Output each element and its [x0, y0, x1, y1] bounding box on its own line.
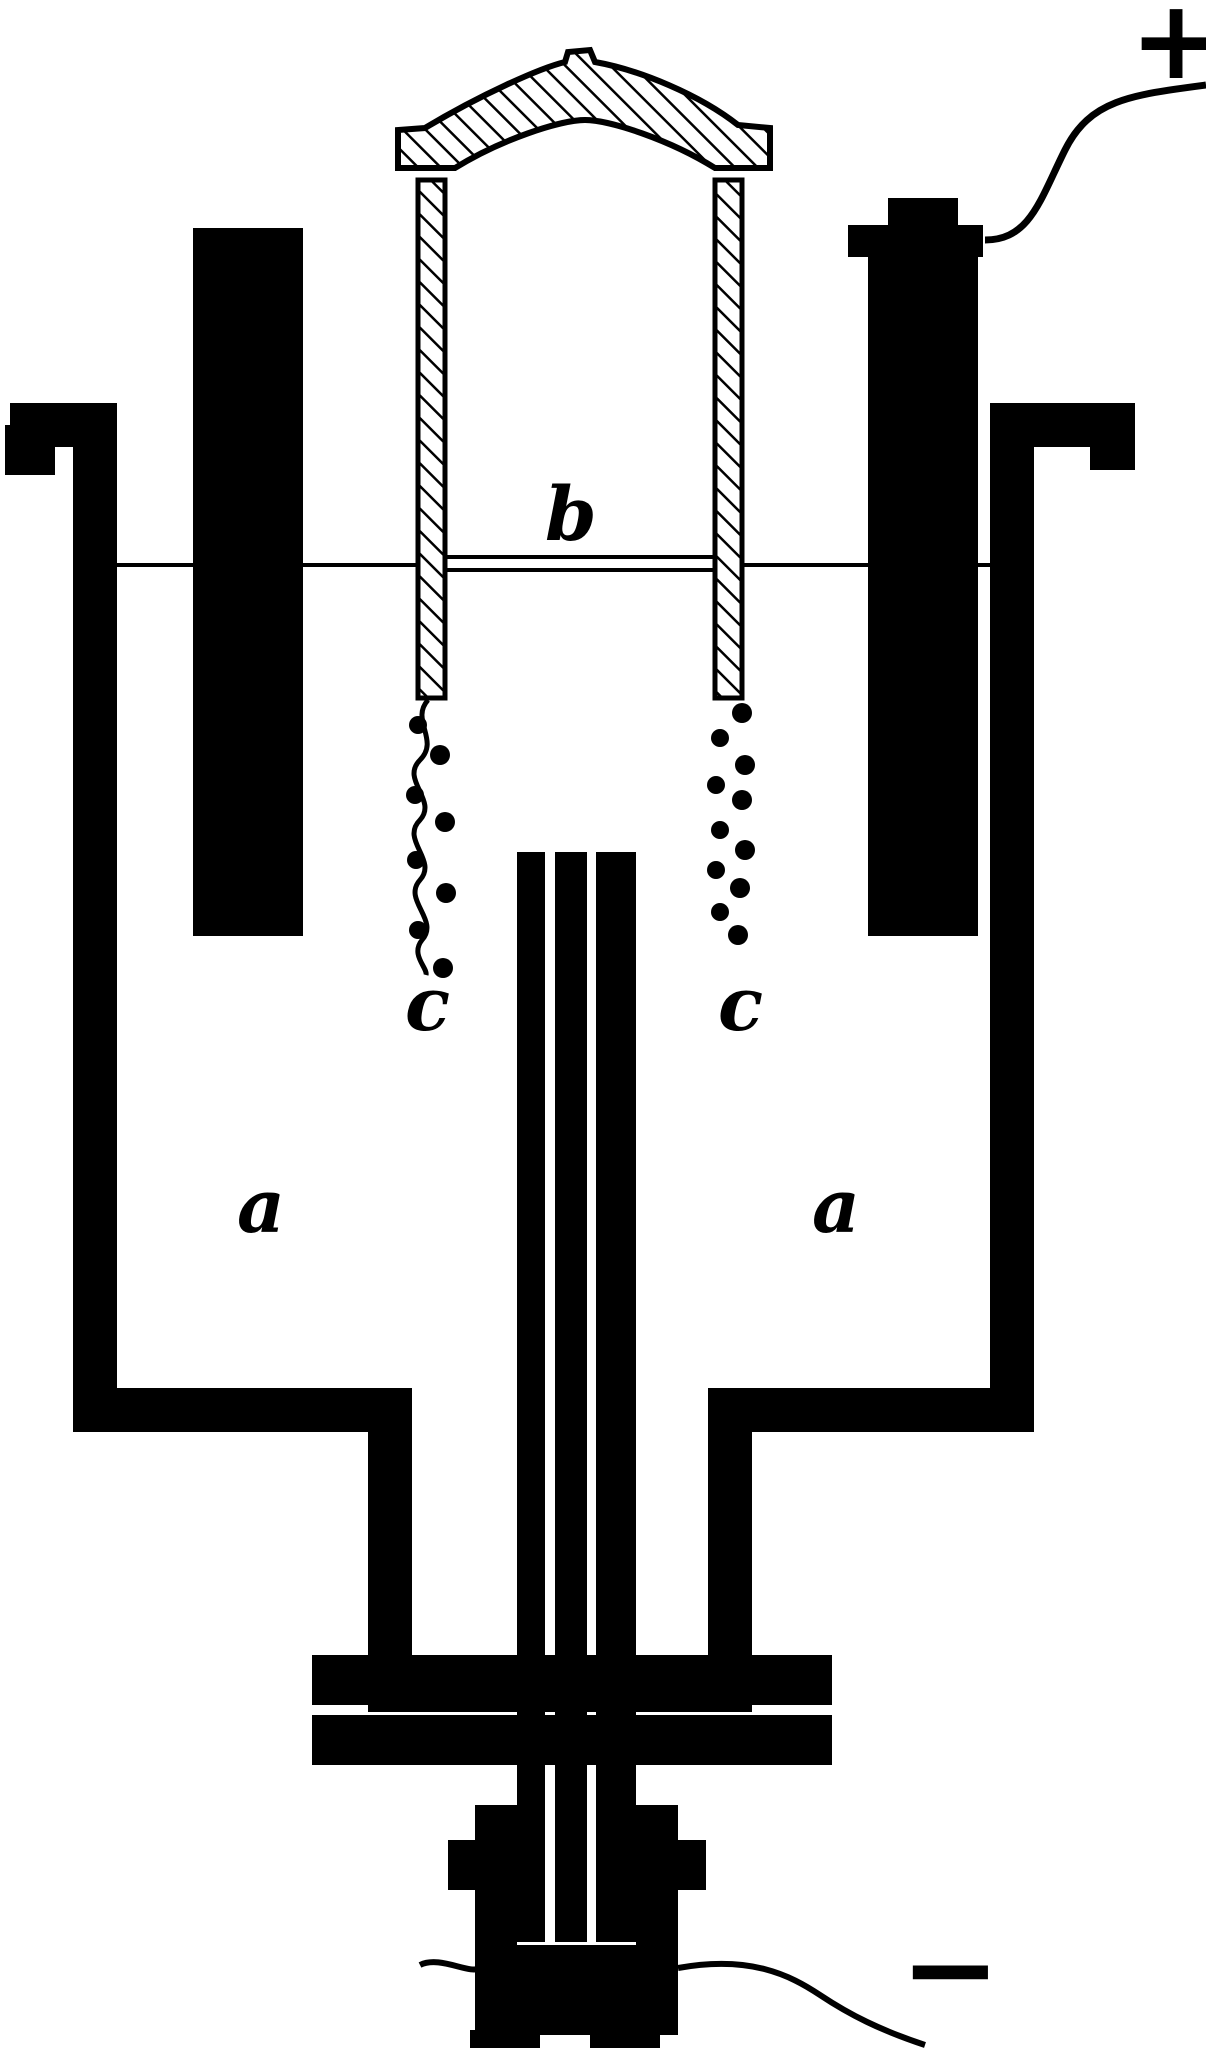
positive-sign: + — [1130, 0, 1206, 104]
label-a-left: a — [237, 1164, 285, 1250]
bubbles-right — [707, 703, 755, 945]
gland-foot-right — [590, 2030, 660, 2048]
hood-wall-left — [415, 177, 448, 701]
anode-terminal-top — [888, 198, 958, 228]
cathode-rod-outer-right — [596, 852, 636, 1942]
hood-cover — [395, 46, 773, 171]
vessel-lip-left — [5, 425, 55, 475]
cathode-rod-outer-left — [517, 852, 545, 1942]
vessel-lip-right — [1090, 420, 1135, 470]
label-b: b — [545, 472, 597, 558]
negative-lead-wire-left — [418, 1959, 482, 1973]
label-c-left: c — [405, 962, 450, 1048]
anode-right — [868, 228, 978, 936]
positive-lead-wire — [984, 81, 1206, 244]
cathode-rod-center — [555, 852, 587, 1942]
hood-wall-right — [712, 177, 745, 701]
bubbles-left — [406, 716, 456, 978]
gland-foot-left — [470, 2030, 540, 2048]
label-a-right: a — [812, 1164, 860, 1250]
negative-lead-wire-right — [677, 1960, 926, 2048]
anode-terminal-cap — [848, 225, 983, 257]
anode-left — [193, 228, 303, 936]
gland-nut-right — [676, 1840, 706, 1890]
label-c-right: c — [718, 962, 763, 1048]
negative-sign: − — [900, 1900, 1001, 2039]
gland-bottom — [475, 1945, 678, 2035]
bubble-stream-wavy — [411, 698, 431, 976]
gland-nut-left — [448, 1840, 478, 1890]
